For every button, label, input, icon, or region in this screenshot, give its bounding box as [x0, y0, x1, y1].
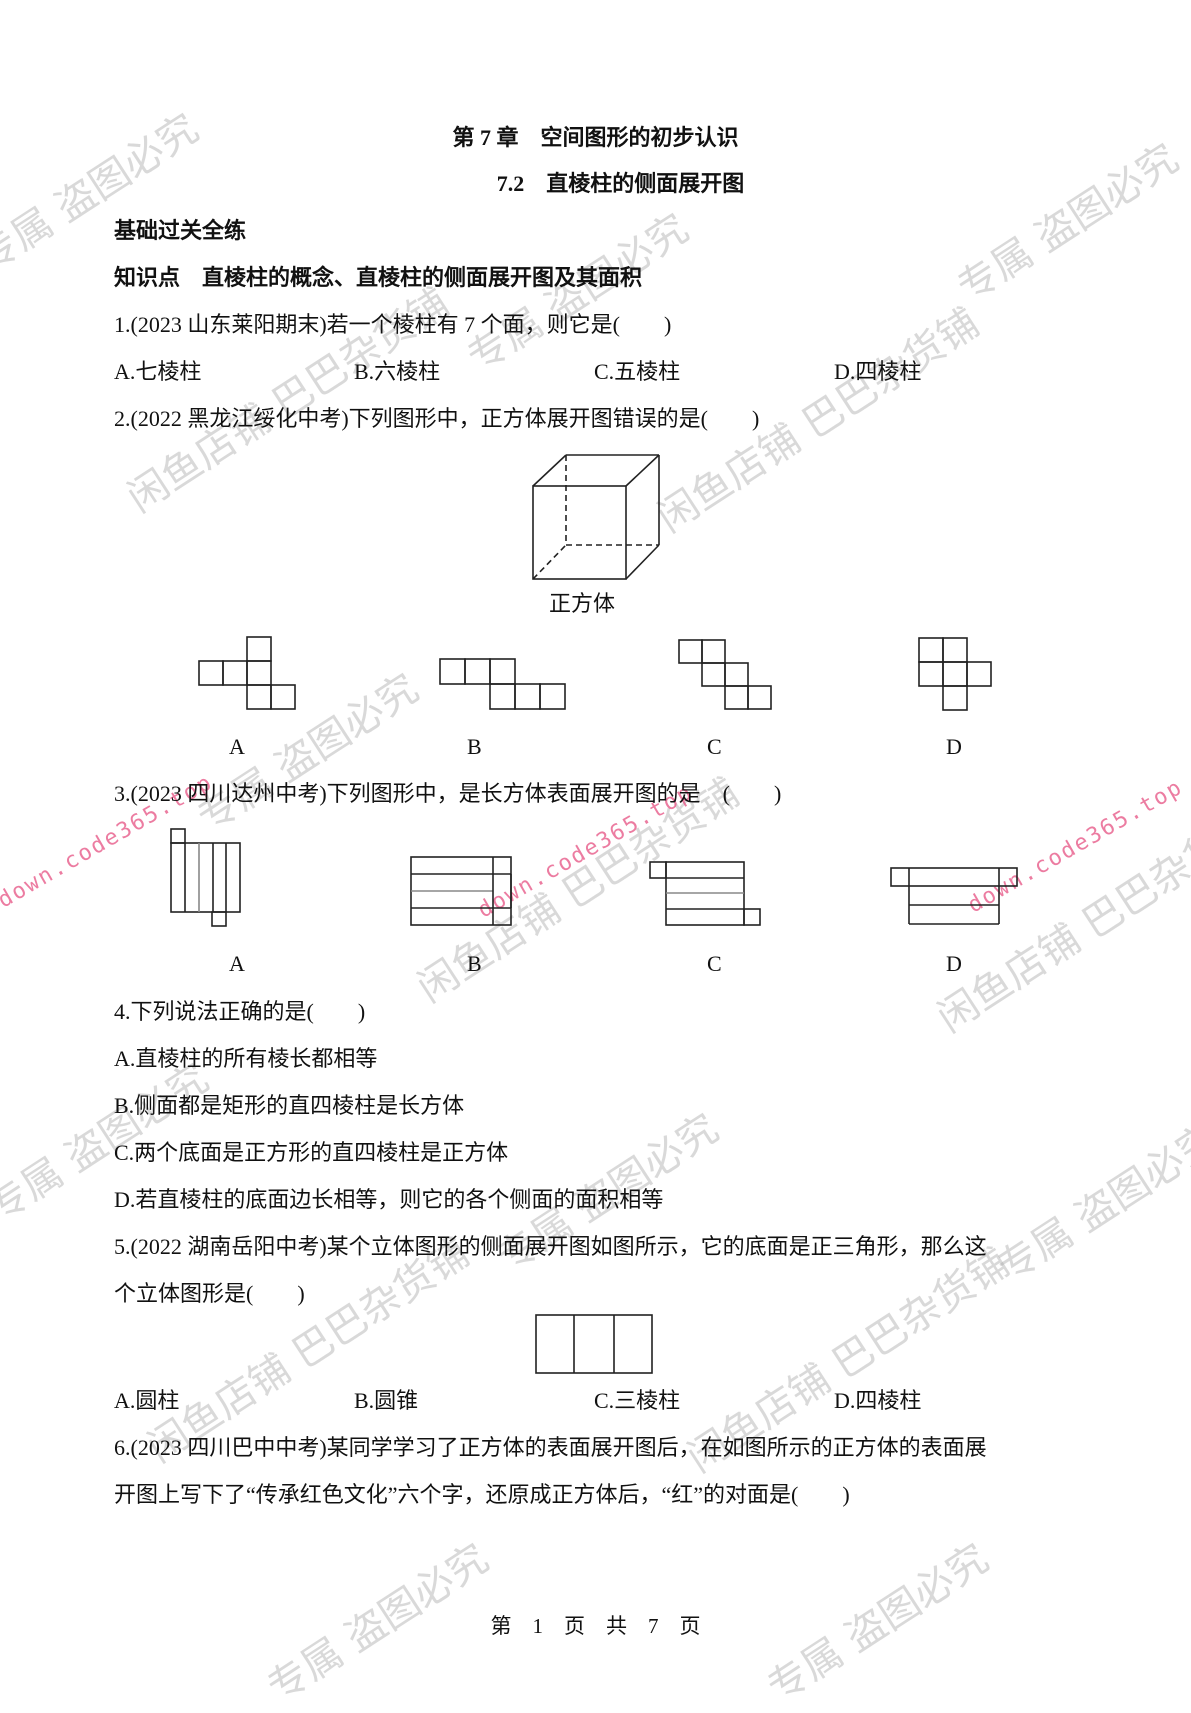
question-1-option-d: D.四棱柱 — [834, 359, 922, 384]
chapter-title: 第 7 章 空间图形的初步认识 — [452, 125, 739, 150]
question-6-stem-line2: 开图上写下了“传承红色文化”六个字，还原成正方体后，“红”的对面是( ) — [114, 1482, 850, 1507]
cube-caption: 正方体 — [549, 591, 616, 616]
question-4-option-a: A.直棱柱的所有棱长都相等 — [114, 1046, 378, 1071]
question-5-option-d: D.四棱柱 — [834, 1388, 922, 1413]
q2-label-d: D — [946, 734, 962, 759]
q3-label-a: A — [229, 951, 245, 976]
knowledge-point: 知识点 直棱柱的概念、直棱柱的侧面展开图及其面积 — [114, 265, 643, 290]
question-5-option-a: A.圆柱 — [114, 1388, 180, 1413]
section-title: 7.2 直棱柱的侧面展开图 — [496, 171, 745, 196]
q2-label-c: C — [707, 734, 722, 759]
question-1-option-b: B.六棱柱 — [354, 359, 441, 384]
question-5-stem-line2: 个立体图形是( ) — [114, 1281, 305, 1306]
page-number: 第 1 页 共 7 页 — [490, 1614, 701, 1638]
q2-label-a: A — [229, 734, 245, 759]
q3-label-c: C — [707, 951, 722, 976]
question-3-stem: 3.(2023 四川达州中考)下列图形中，是长方体表面展开图的是 ( ) — [114, 781, 782, 806]
question-1-option-a: A.七棱柱 — [114, 359, 202, 384]
question-1-option-c: C.五棱柱 — [594, 359, 681, 384]
question-4-option-c: C.两个底面是正方形的直四棱柱是正方体 — [114, 1140, 509, 1165]
question-6-stem-line1: 6.(2023 四川巴中中考)某同学学习了正方体的表面展开图后，在如图所示的正方… — [114, 1435, 987, 1460]
section-heading: 基础过关全练 — [114, 218, 247, 243]
question-4-stem: 4.下列说法正确的是( ) — [114, 999, 366, 1024]
question-4-option-d: D.若直棱柱的底面边长相等，则它的各个侧面的面积相等 — [114, 1187, 664, 1212]
q3-label-d: D — [946, 951, 962, 976]
q2-label-b: B — [467, 734, 482, 759]
question-1-stem: 1.(2023 山东莱阳期末)若一个棱柱有 7 个面，则它是( ) — [114, 312, 672, 337]
question-2-stem: 2.(2022 黑龙江绥化中考)下列图形中，正方体展开图错误的是( ) — [114, 406, 760, 431]
question-5-option-c: C.三棱柱 — [594, 1388, 681, 1413]
question-5-option-b: B.圆锥 — [354, 1388, 419, 1413]
question-4-option-b: B.侧面都是矩形的直四棱柱是长方体 — [114, 1093, 465, 1118]
question-5-stem-line1: 5.(2022 湖南岳阳中考)某个立体图形的侧面展开图如图所示，它的底面是正三角… — [114, 1234, 987, 1259]
q3-label-b: B — [467, 951, 482, 976]
